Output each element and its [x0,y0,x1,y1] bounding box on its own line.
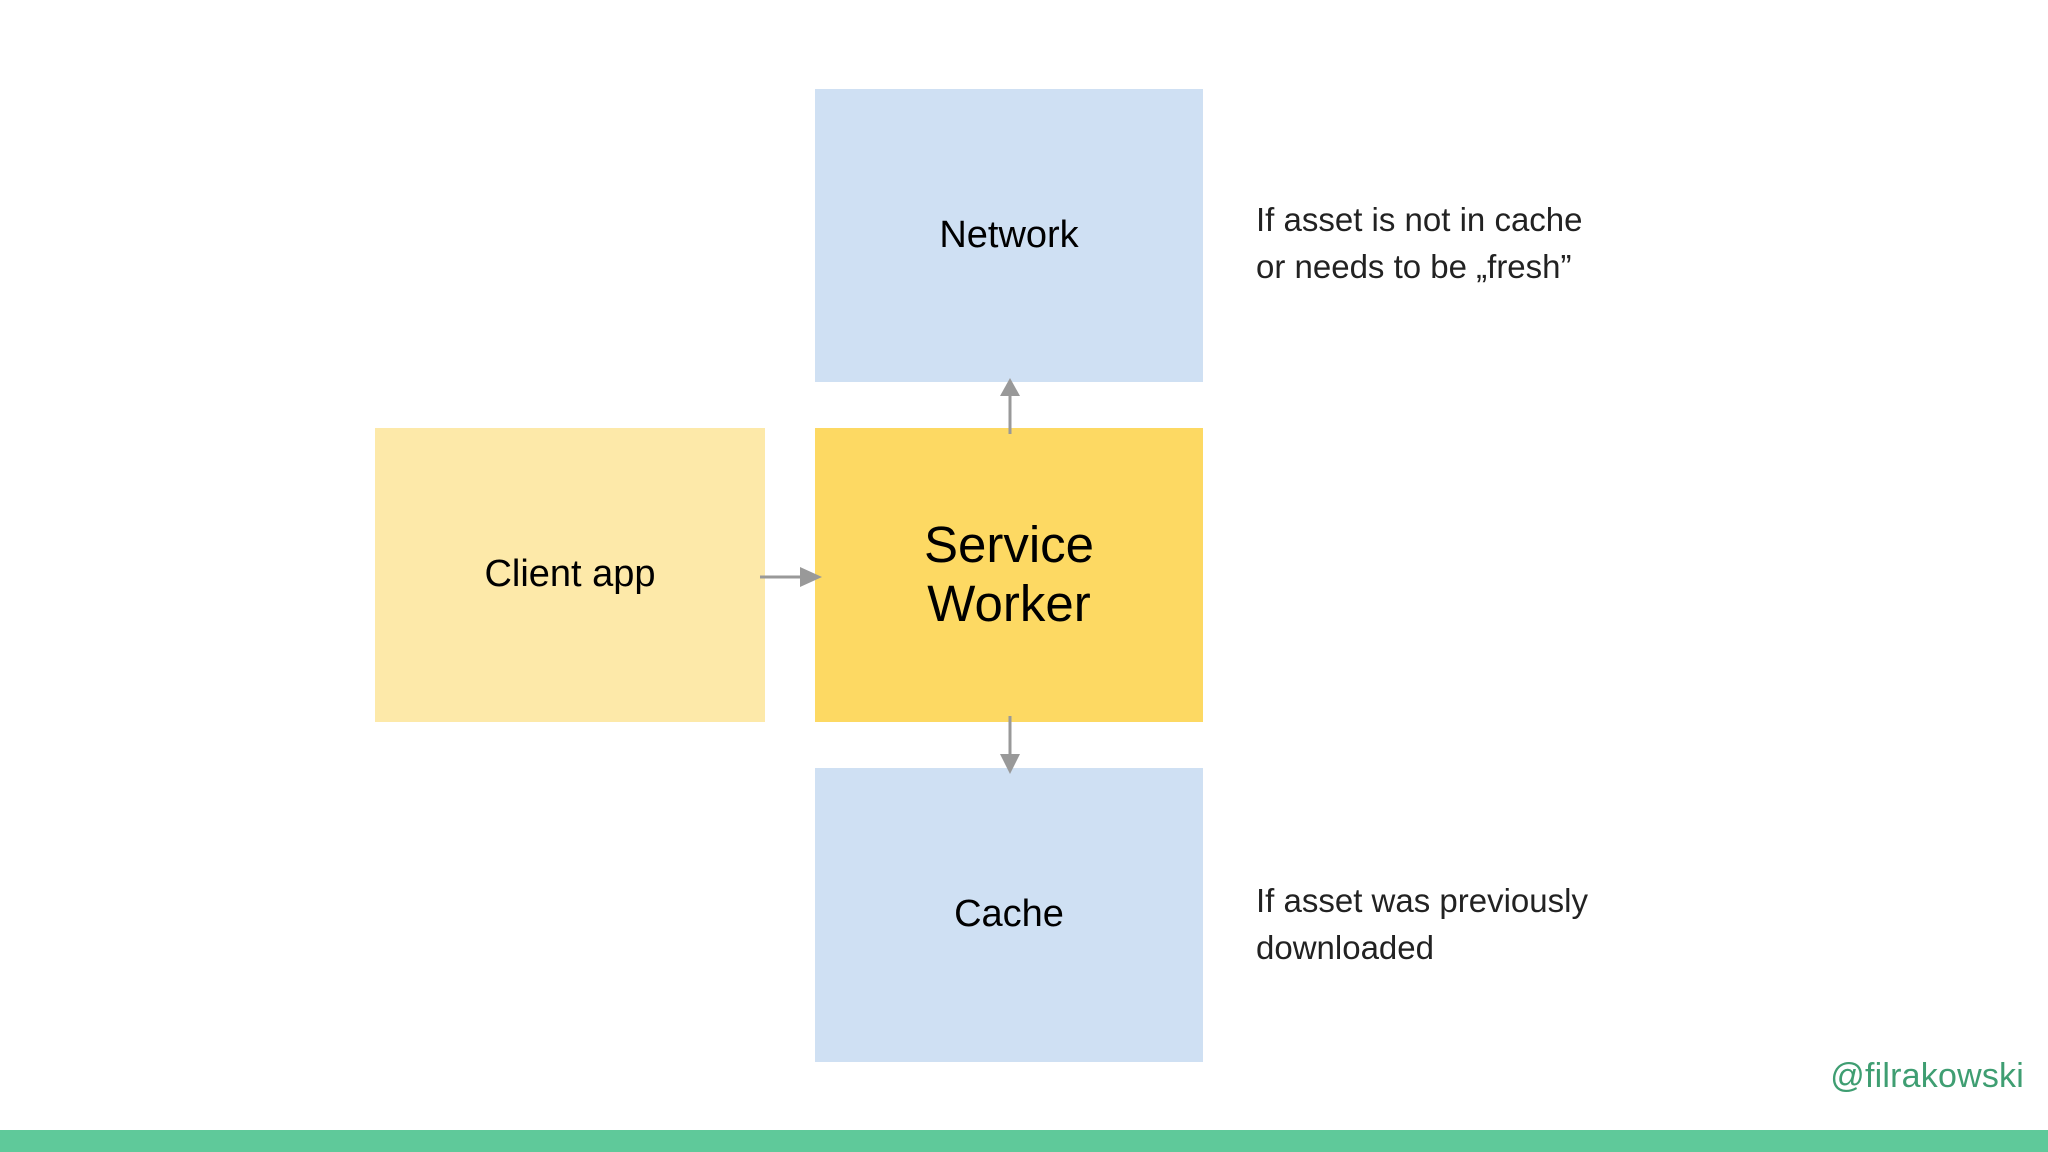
annotation-cache: If asset was previously downloaded [1256,882,1588,966]
author-handle-watermark: @filrakowski [1830,1057,2024,1095]
diagram-node-network-label: Network [939,213,1079,256]
arrow-right-icon-client-to-service-worker [760,567,822,587]
footer-accent-bar [0,1130,2048,1152]
diagram-node-client-app: Client app [375,428,765,722]
diagram-node-cache: Cache [815,768,1203,1062]
arrow-down-icon-service-worker-to-cache [1000,716,1020,774]
annotation-network: If asset is not in cache or needs to be … [1256,201,1583,285]
arrow-up-icon-service-worker-to-network [1000,378,1020,434]
diagram-node-client-app-label: Client app [484,553,656,596]
diagram-node-service-worker: Service Worker [815,428,1203,722]
diagram-node-network: Network [815,89,1203,382]
diagram-node-service-worker-label: Service Worker [923,516,1095,632]
diagram-node-cache-label: Cache [954,893,1064,936]
